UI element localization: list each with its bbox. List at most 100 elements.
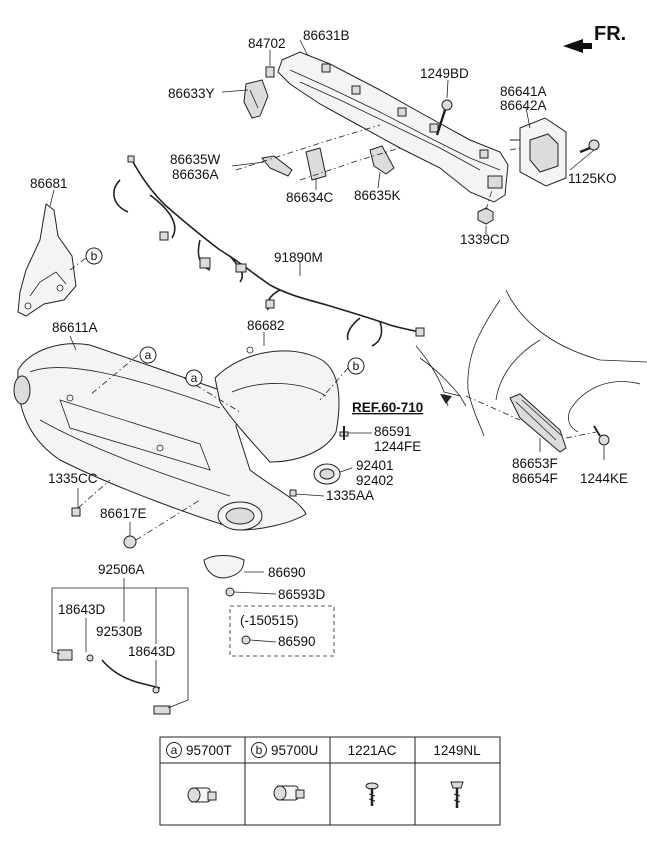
label-1335cc: 1335CC [48,471,98,486]
label-86631b: 86631B [303,28,350,43]
legend-header-a: a 95700T [166,742,232,758]
label-variant-note: (-150515) [240,613,299,628]
label-18643d-b: 18643D [128,644,176,659]
svg-text:b: b [256,743,263,757]
label-86681: 86681 [30,176,68,191]
label-86593d: 86593D [278,587,326,602]
label-86590: 86590 [278,634,316,649]
reference-arrow-icon [440,394,452,404]
label-1244fe: 1244FE [374,439,421,454]
bumper-side-86682-part [214,346,340,463]
bolt-1249bd-part [435,99,453,136]
label-1339cd: 1339CD [460,232,510,247]
legend-header-b: b 95700U [251,742,318,758]
label-92402: 92402 [356,473,394,488]
label-86642a: 86642A [500,98,547,113]
bolt-1125ko-part [579,139,600,154]
clip-84702-part [265,66,275,78]
svg-text:a: a [191,371,198,385]
screw-86591-part [339,426,349,440]
legend-table: a 95700T b 95700U 1221AC 1249NL [159,736,501,826]
callout-a-upper: a [139,346,157,364]
label-86690: 86690 [268,565,306,580]
front-arrow-icon [563,39,592,53]
leader-lines [49,39,605,709]
screw-86593d-part [225,587,235,597]
label-reference: REF.60-710 [352,400,423,415]
bracket-86641a-part [510,117,567,187]
bracket-86635w-part [261,155,293,177]
fender-outline [415,289,647,437]
label-92530b: 92530B [96,624,143,639]
assembly-line-8 [465,395,521,421]
svg-text:b: b [91,249,98,263]
assembly-line-1 [235,124,381,171]
label-86682: 86682 [247,318,285,333]
label-86641a: 86641A [500,84,547,99]
callout-a-lower: a [185,369,203,387]
label-86591: 86591 [374,424,412,439]
svg-text:95700U: 95700U [271,743,318,758]
label-1125ko: 1125KO [568,171,617,186]
label-1249bd: 1249BD [420,66,469,81]
nut-1339cd-part [477,207,494,225]
assembly-line-4 [509,147,521,151]
side-bracket-86653f-part [509,393,567,453]
callout-b-left: b [85,247,103,265]
label-91890m: 91890M [274,250,323,265]
callout-a-line-2 [183,377,241,413]
label-1244ke: 1244KE [580,471,628,486]
label-86617e: 86617E [100,506,147,521]
screw-1244ke-part [593,425,610,446]
bracket-86635k-part [369,145,395,175]
back-beam-part [277,51,509,203]
label-86611a: 86611A [52,320,98,335]
cover-86690-part [203,555,245,579]
label-92401: 92401 [356,458,394,473]
sensor-95700t-part [187,787,217,803]
clip-1335cc-part [71,507,81,517]
label-86634c: 86634C [286,190,334,205]
svg-text:a: a [145,348,152,362]
label-86635w: 86635W [170,152,221,167]
svg-text:b: b [353,359,360,373]
screw-86590-part [241,635,251,645]
label-86635k: 86635K [354,188,401,203]
legend-header-1221ac: 1221AC [348,743,397,758]
side-bracket-86681-part [17,203,77,317]
svg-text:a: a [171,743,178,757]
label-1335aa: 1335AA [326,488,374,503]
part-labels: 84702 86631B 86633Y 1249BD 86641A 86642A… [30,28,628,659]
screw-1221ac-part [365,782,379,806]
front-label: FR. [594,23,626,45]
variant-box [229,605,335,657]
rear-bumper-cover-part [13,343,307,531]
clip-1335aa-part [289,489,297,497]
sensor-95700u-part [273,785,305,801]
label-18643d-a: 18643D [58,602,106,617]
label-92506a: 92506A [98,562,145,577]
label-84702: 84702 [248,36,286,51]
label-86633y: 86633Y [168,86,215,101]
screw-1249nl-part [450,781,464,808]
assembly-line-9 [565,431,597,439]
label-86653f: 86653F [512,456,558,471]
assembly-line-3 [485,189,493,211]
label-86636a: 86636A [172,167,219,182]
assembly-line-2 [299,147,401,181]
sensor-harness-part [57,649,171,715]
wiring-harness-part [113,155,425,347]
reflector-lamp-part [313,463,341,485]
bracket-86634c-part [305,147,327,181]
cap-86617e-part [123,535,137,549]
front-direction-indicator: FR. [563,23,626,53]
bracket-86633y-part [243,79,269,119]
label-86654f: 86654F [512,471,558,486]
callout-a-line-1 [89,354,139,396]
svg-text:95700T: 95700T [186,743,232,758]
assembly-line-5 [69,257,87,271]
callout-b-right: b [347,357,365,375]
legend-header-1249nl: 1249NL [433,743,481,758]
